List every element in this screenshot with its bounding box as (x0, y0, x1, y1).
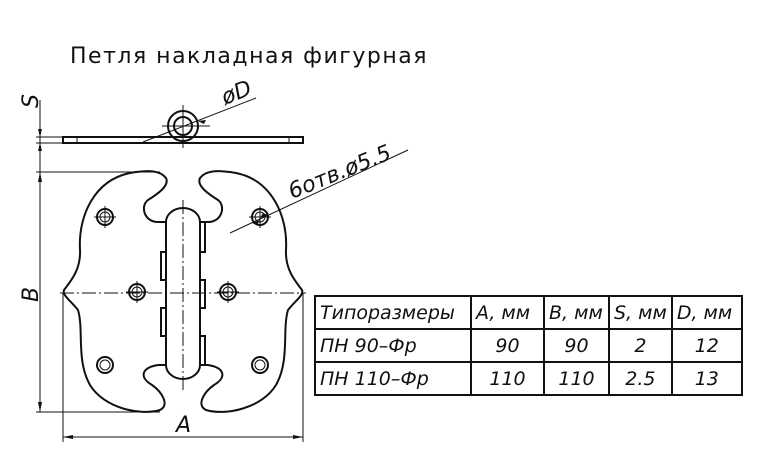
table-cell: 90 (543, 328, 610, 363)
table-row: ПН 90–Фр 90 90 2 12 (314, 328, 743, 363)
s-label: S (19, 94, 44, 108)
table-cell: 2.5 (608, 361, 673, 396)
table-cell: 110 (543, 361, 610, 396)
a-label: A (174, 413, 191, 438)
table-cell: 12 (670, 328, 743, 363)
side-view (62, 105, 304, 148)
table-cell: ПН 110–Фр (314, 361, 472, 396)
header-cell: A, мм (470, 295, 545, 330)
holes-label: 6отв.ø5.5 (285, 141, 395, 205)
d-label: øD (217, 76, 255, 111)
b-dimension: B (19, 171, 160, 413)
table-cell: 90 (470, 328, 545, 363)
header-cell: B, мм (543, 295, 610, 330)
sizes-table: Типоразмеры A, мм B, мм S, мм D, мм ПН 9… (314, 295, 743, 396)
table-cell: ПН 90–Фр (314, 328, 472, 363)
drawing-title: Петля накладная фигурная (70, 44, 428, 69)
a-dimension: A (62, 293, 304, 442)
table-cell: 2 (608, 328, 673, 363)
d-dimension: øD (142, 76, 257, 143)
header-cell: Типоразмеры (314, 295, 472, 330)
table-cell: 110 (470, 361, 545, 396)
table-row: ПН 110–Фр 110 110 2.5 13 (314, 361, 743, 396)
header-cell: S, мм (608, 295, 673, 330)
hinge-plate (60, 170, 306, 413)
holes-callout: 6отв.ø5.5 (229, 141, 409, 234)
header-cell: D, мм (670, 295, 743, 330)
b-label: B (19, 287, 44, 302)
table-cell: 13 (670, 361, 743, 396)
mounting-holes (94, 206, 271, 374)
s-dimension: S (19, 94, 63, 172)
table-header-row: Типоразмеры A, мм B, мм S, мм D, мм (314, 295, 743, 330)
